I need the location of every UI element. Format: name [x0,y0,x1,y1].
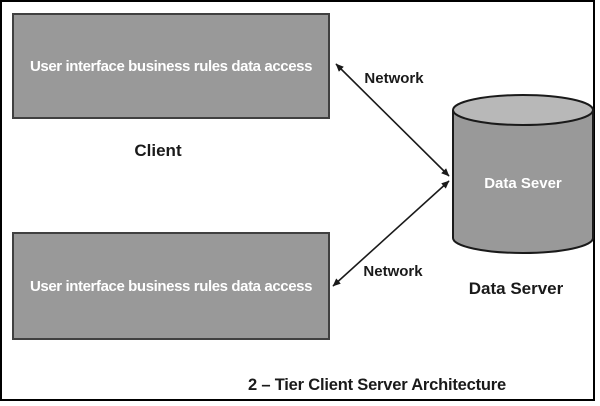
client-caption: Client [134,141,182,160]
client-box-top-label: User interface business rules data acces… [29,57,313,75]
network-label-bottom: Network [363,263,423,280]
client-box-top: User interface business rules data acces… [12,13,330,119]
client-box-bottom-label: User interface business rules data acces… [29,277,313,295]
network-label-top: Network [364,70,424,87]
diagram-title: 2 – Tier Client Server Architecture [247,376,507,394]
data-server-cylinder-label: Data Sever [484,175,562,192]
client-box-bottom: User interface business rules data acces… [12,232,330,340]
data-server-caption: Data Server [468,279,564,298]
